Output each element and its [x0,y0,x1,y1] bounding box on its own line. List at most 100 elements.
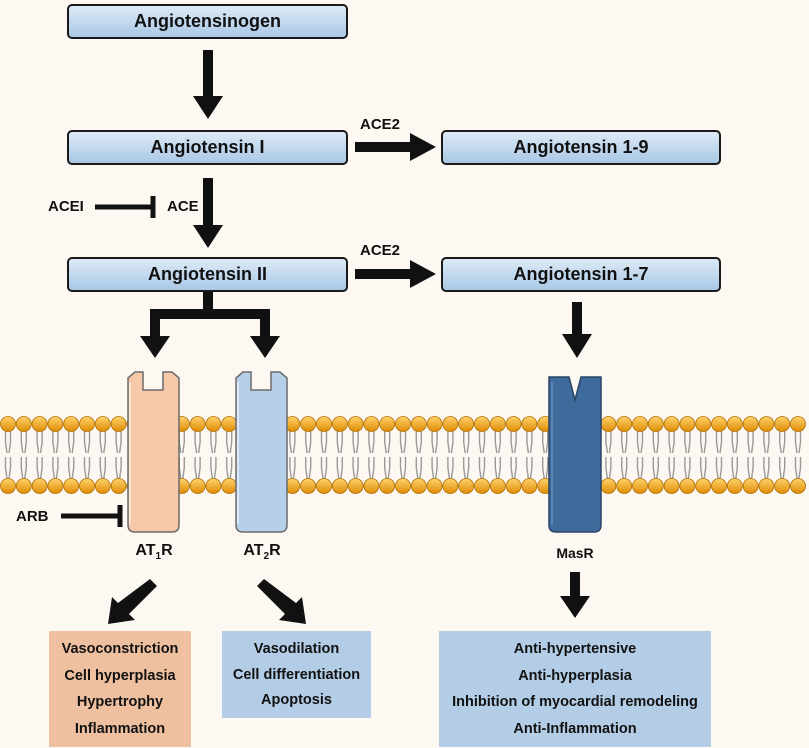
lipid-tail [624,457,628,479]
lipid-tail [605,431,609,454]
lipid-tail [684,431,688,454]
lipid-tail [55,457,59,479]
lipid-tail [8,431,12,454]
lipid-head [679,478,696,494]
lipid-head [458,416,475,432]
lipid-tail [703,457,707,479]
lipid-tail [763,457,767,479]
lipid-head [758,478,775,494]
lipid-tail [763,431,767,454]
lipid-tail [782,457,786,479]
lipid-tail [103,457,106,479]
lipid-tail [99,431,103,454]
lipid-tail [55,431,59,454]
arrow-diagonal-icon [257,579,306,624]
arrow-down-icon [562,302,592,358]
lipid-head [647,478,664,494]
lipid-tail [656,431,659,454]
lipid-tail [529,431,533,454]
lipid-head [505,416,522,432]
lipid-tail [87,457,91,479]
lipid-tail [640,431,644,454]
lipid-tail [320,431,324,454]
lipid-tail [115,457,119,479]
lipid-head [726,478,743,494]
lipid-head [221,416,238,432]
angiotensin-1-7-box: Angiotensin 1-7 [441,257,721,292]
lipid-tail [229,457,233,479]
arrow-down-icon [193,50,223,119]
lipid-head [663,478,680,494]
lipid-head [489,478,506,494]
inhibitions [61,196,156,527]
effect-item: Anti-hyperplasia [518,667,632,684]
lipid-head [695,478,712,494]
lipid-tail [731,457,735,479]
lipid-tail [668,431,672,454]
lipid-tail [498,457,501,479]
lipid-tail [766,457,770,479]
effect-item: Vasoconstriction [61,641,179,658]
lipid-tail [368,431,372,454]
lipid-tail [513,457,517,479]
lipid-tail [340,431,343,454]
lipid-tail [384,457,387,479]
lipid-tail [52,457,56,479]
lipid-head [205,478,222,494]
lipid-head [442,416,459,432]
lipid-tail [20,457,24,479]
lipid-head [600,416,617,432]
lipid-head [790,416,806,432]
lipid-tail [684,457,688,479]
lipid-tail [671,457,675,479]
lipid-head [300,478,317,494]
lipid-tail [103,431,106,454]
lipid-tail [719,457,723,479]
lipid-tail [621,431,624,454]
lipid-tail [210,457,214,479]
lipid-tail [636,457,640,479]
lipid-head [205,416,222,432]
lipid-tail [355,457,359,479]
lipid-tail [719,431,723,454]
lipid-tail [71,431,75,454]
lipid-tail [447,431,451,454]
lipid-head [774,416,791,432]
effect-item: Hypertrophy [76,694,164,711]
lipid-tail [466,431,470,454]
angiotensin-i-box: Angiotensin I [67,130,348,165]
lipid-tail [87,431,91,454]
lipid-head [395,478,411,494]
lipid-tail [194,457,198,479]
lipid-head [379,478,396,494]
lipid-head [616,416,633,432]
lipid-head [94,416,111,432]
lipid-tail [494,431,498,454]
at2r-effects-panel: Vasodilation Cell differentiation Apopto… [222,631,371,718]
arrow-diagonal-icon [108,579,157,624]
lipid-tail [450,457,454,479]
lipid-tail [352,457,356,479]
lipid-head [31,478,48,494]
lipid-head [695,416,712,432]
masr-effects-panel: Anti-hypertensive Anti-hyperplasia Inhib… [439,631,711,747]
lipid-tail [292,431,296,454]
lipid-tail [545,431,549,454]
arrow-down-icon [560,572,590,618]
lipid-tail [39,431,43,454]
lipid-head [505,478,522,494]
lipid-tail [4,457,8,479]
lipid-tail [68,431,71,454]
lipid-tail [700,431,703,454]
lipid-tail [226,457,229,479]
lipid-tail [305,457,308,479]
lipid-head [790,478,806,494]
lipid-head [189,478,206,494]
lipid-tail [529,457,533,479]
lipid-tail [289,457,293,479]
lipid-head [94,478,111,494]
lipid-tail [731,431,735,454]
lipid-tail [513,431,517,454]
lipid-tail [671,431,675,454]
lipid-tail [463,431,466,454]
